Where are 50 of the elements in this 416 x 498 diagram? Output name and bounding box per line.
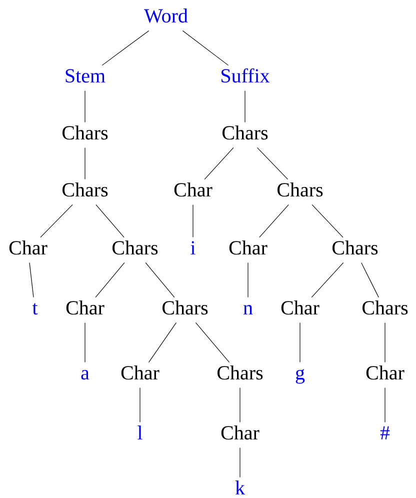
tree-node-label: Char	[9, 240, 48, 255]
tree-node-label: Chars	[62, 182, 108, 197]
leaf-label: n	[243, 304, 253, 314]
tree-node-label: Chars	[222, 126, 268, 140]
tree-node-label: Char	[66, 300, 104, 315]
leaf-label: Suffix	[222, 68, 270, 83]
tree-branch	[256, 147, 288, 180]
tree-node-label: Char	[174, 182, 212, 197]
tree-branch	[311, 262, 344, 298]
tree-node-label: Char	[121, 366, 160, 380]
leaf-label: k	[235, 480, 245, 494]
tree-branch	[244, 90, 246, 123]
tree-branch	[204, 147, 234, 180]
leaf-label: l	[138, 426, 142, 440]
leaf-label: i	[190, 241, 196, 254]
leaf-label: t	[32, 303, 38, 315]
tree-node-label: Char	[221, 426, 260, 440]
tree-node-label: Chars	[62, 126, 108, 140]
tree-branch	[195, 322, 230, 363]
tree-branch	[145, 262, 175, 298]
tree-node-label: Chars	[277, 182, 323, 197]
tree-branch	[102, 30, 150, 66]
tree-branch	[312, 204, 344, 238]
tree-branch	[84, 322, 86, 363]
tree-branch	[95, 262, 125, 298]
tree-node-label: Char	[281, 300, 320, 315]
tree-branch	[259, 204, 289, 238]
tree-branch	[40, 204, 73, 238]
tree-node-label: Char	[366, 366, 404, 380]
leaf-label: Stem	[66, 69, 106, 83]
tree-node-label: Chars	[362, 300, 408, 315]
tree-node-label: Chars	[162, 300, 208, 315]
tree-node-label: Chars	[112, 240, 158, 255]
leaf-label: a	[81, 370, 90, 380]
tree-branch	[84, 90, 86, 123]
tree-node-label: Char	[229, 240, 268, 255]
tree-branch	[182, 30, 229, 66]
tree-branch	[84, 147, 86, 180]
tree-branch	[148, 322, 176, 363]
leaf-label: #	[380, 426, 390, 440]
tree-branch	[384, 387, 386, 423]
tree-branch	[96, 204, 124, 238]
tree-node-label: Chars	[332, 240, 378, 255]
leaf-label: Word	[144, 8, 188, 23]
tree-branch	[384, 322, 386, 363]
tree-branch	[361, 262, 379, 298]
tree-branch	[192, 204, 194, 238]
tree-node-label: Chars	[217, 366, 263, 380]
tree-branch	[29, 262, 34, 298]
leaf-label: g	[296, 369, 305, 384]
